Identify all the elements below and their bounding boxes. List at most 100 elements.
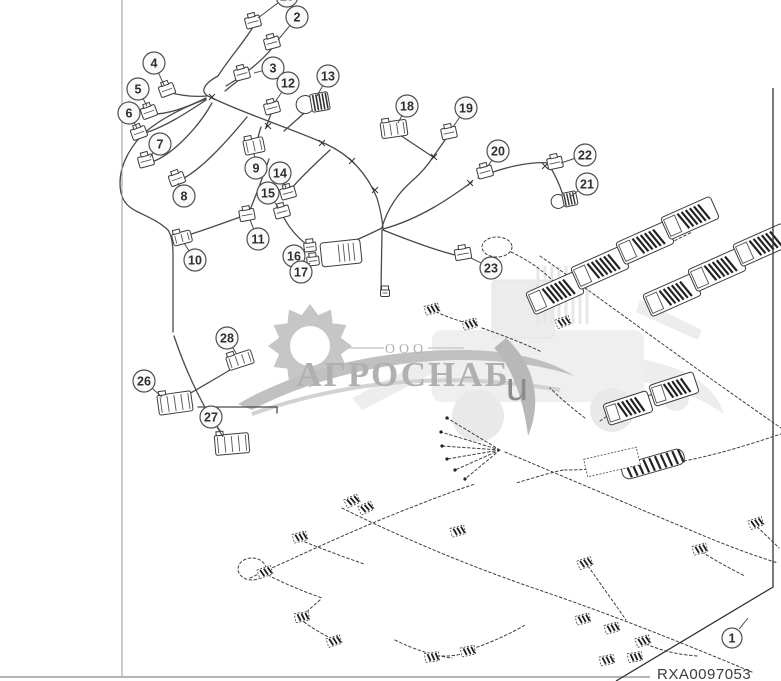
callouts: 1234567891011121314151617181920212223252… bbox=[117, 0, 749, 649]
callout-12: 12 bbox=[274, 71, 300, 103]
callout-number-15: 15 bbox=[261, 186, 275, 200]
callout-3: 3 bbox=[253, 56, 285, 80]
connector-7 bbox=[137, 150, 155, 169]
wire-clip-mark bbox=[430, 153, 438, 161]
callout-2: 2 bbox=[277, 5, 309, 41]
connector-5 bbox=[139, 101, 159, 120]
callout-number-6: 6 bbox=[126, 106, 133, 120]
callout-number-20: 20 bbox=[491, 144, 505, 158]
wire-clip-mark bbox=[541, 162, 549, 170]
wire-clip-mark bbox=[466, 179, 474, 187]
branch-connector bbox=[256, 564, 274, 580]
connector-4 bbox=[157, 79, 177, 98]
callout-25: 25 bbox=[257, 0, 298, 19]
callout-number-14: 14 bbox=[273, 166, 287, 180]
watermark-company-name: АГРОСНАБ bbox=[296, 355, 509, 394]
wire-clip-mark bbox=[318, 139, 326, 147]
branch-connector bbox=[747, 515, 765, 531]
connector-stub bbox=[380, 285, 390, 297]
relay-module-16-17 bbox=[319, 238, 363, 268]
watermark-suffix-letter: u bbox=[506, 365, 528, 409]
callout-number-26: 26 bbox=[137, 374, 151, 388]
frayed-wires bbox=[439, 416, 501, 481]
callout-number-13: 13 bbox=[321, 69, 335, 83]
branch-connector bbox=[325, 634, 343, 648]
callout-17: 17 bbox=[289, 260, 313, 284]
connector-20 bbox=[476, 161, 494, 180]
main-harness-part-1 bbox=[237, 196, 781, 673]
branch-connector bbox=[449, 524, 467, 538]
callout-19: 19 bbox=[452, 96, 478, 128]
branch-connector bbox=[423, 651, 441, 663]
branch-connector bbox=[293, 610, 311, 624]
callout-number-16: 16 bbox=[287, 249, 301, 263]
wire-clip-mark bbox=[264, 122, 272, 130]
cab-harness-wires bbox=[119, 11, 579, 456]
callout-18: 18 bbox=[395, 94, 419, 124]
branch-connector bbox=[343, 493, 361, 509]
callout-10: 10 bbox=[183, 242, 207, 272]
connector-25 bbox=[244, 11, 262, 30]
callout-6: 6 bbox=[117, 101, 141, 129]
callout-number-1: 1 bbox=[729, 631, 736, 645]
multipin-connector-block bbox=[525, 271, 585, 315]
swoosh-icon bbox=[238, 338, 574, 436]
connector-16 bbox=[303, 238, 317, 253]
callout-22: 22 bbox=[560, 143, 597, 167]
callout-number-9: 9 bbox=[253, 161, 260, 175]
callout-number-17: 17 bbox=[294, 265, 308, 279]
connector-26 bbox=[156, 390, 194, 416]
callout-21: 21 bbox=[569, 172, 599, 198]
connector-15 bbox=[273, 201, 291, 220]
branch-connector bbox=[576, 555, 594, 571]
callout-number-5: 5 bbox=[135, 82, 142, 96]
callout-8: 8 bbox=[172, 182, 196, 208]
callout-number-27: 27 bbox=[204, 410, 218, 424]
branch-connector bbox=[634, 634, 652, 648]
branch-connector bbox=[603, 621, 621, 635]
callout-5: 5 bbox=[126, 77, 150, 107]
connector-10 bbox=[171, 228, 193, 247]
connector-2 bbox=[263, 32, 281, 51]
connector-22 bbox=[546, 152, 564, 171]
callout-number-25: 25 bbox=[280, 0, 294, 3]
wire-clip-mark bbox=[208, 93, 216, 101]
callout-9: 9 bbox=[244, 152, 268, 180]
branch-connector bbox=[598, 653, 616, 667]
multipin-connector-block bbox=[615, 221, 675, 265]
part-code-text: RXA0097053 bbox=[657, 666, 751, 681]
callout-number-11: 11 bbox=[251, 232, 264, 246]
branch-connector bbox=[461, 317, 479, 331]
multipin-connector-block bbox=[732, 223, 781, 267]
callout-number-10: 10 bbox=[188, 253, 202, 267]
label-plate bbox=[583, 446, 641, 478]
callout-28: 28 bbox=[215, 326, 239, 354]
multipin-connector-block bbox=[649, 371, 699, 407]
connector-6 bbox=[129, 122, 149, 141]
connector-8 bbox=[167, 168, 187, 187]
callout-number-18: 18 bbox=[400, 99, 414, 113]
callout-13: 13 bbox=[316, 64, 340, 97]
callout-11: 11 bbox=[246, 219, 270, 251]
connector-18 bbox=[379, 117, 409, 139]
connector-21 bbox=[550, 190, 579, 209]
callout-7: 7 bbox=[148, 132, 172, 158]
callout-number-7: 7 bbox=[157, 137, 164, 151]
connector-23 bbox=[453, 243, 473, 262]
callout-1: 1 bbox=[721, 617, 749, 649]
branch-connector bbox=[291, 530, 309, 544]
callout-number-19: 19 bbox=[459, 101, 473, 115]
multipin-connector-block bbox=[687, 248, 747, 292]
branch-connector bbox=[357, 500, 375, 516]
wire-clip-mark bbox=[348, 157, 356, 165]
callout-15: 15 bbox=[256, 181, 280, 208]
branch-connector bbox=[691, 542, 709, 556]
branch-connector bbox=[574, 612, 592, 626]
callout-number-22: 22 bbox=[578, 148, 592, 162]
branch-connector bbox=[423, 302, 441, 316]
callout-14: 14 bbox=[268, 161, 292, 189]
